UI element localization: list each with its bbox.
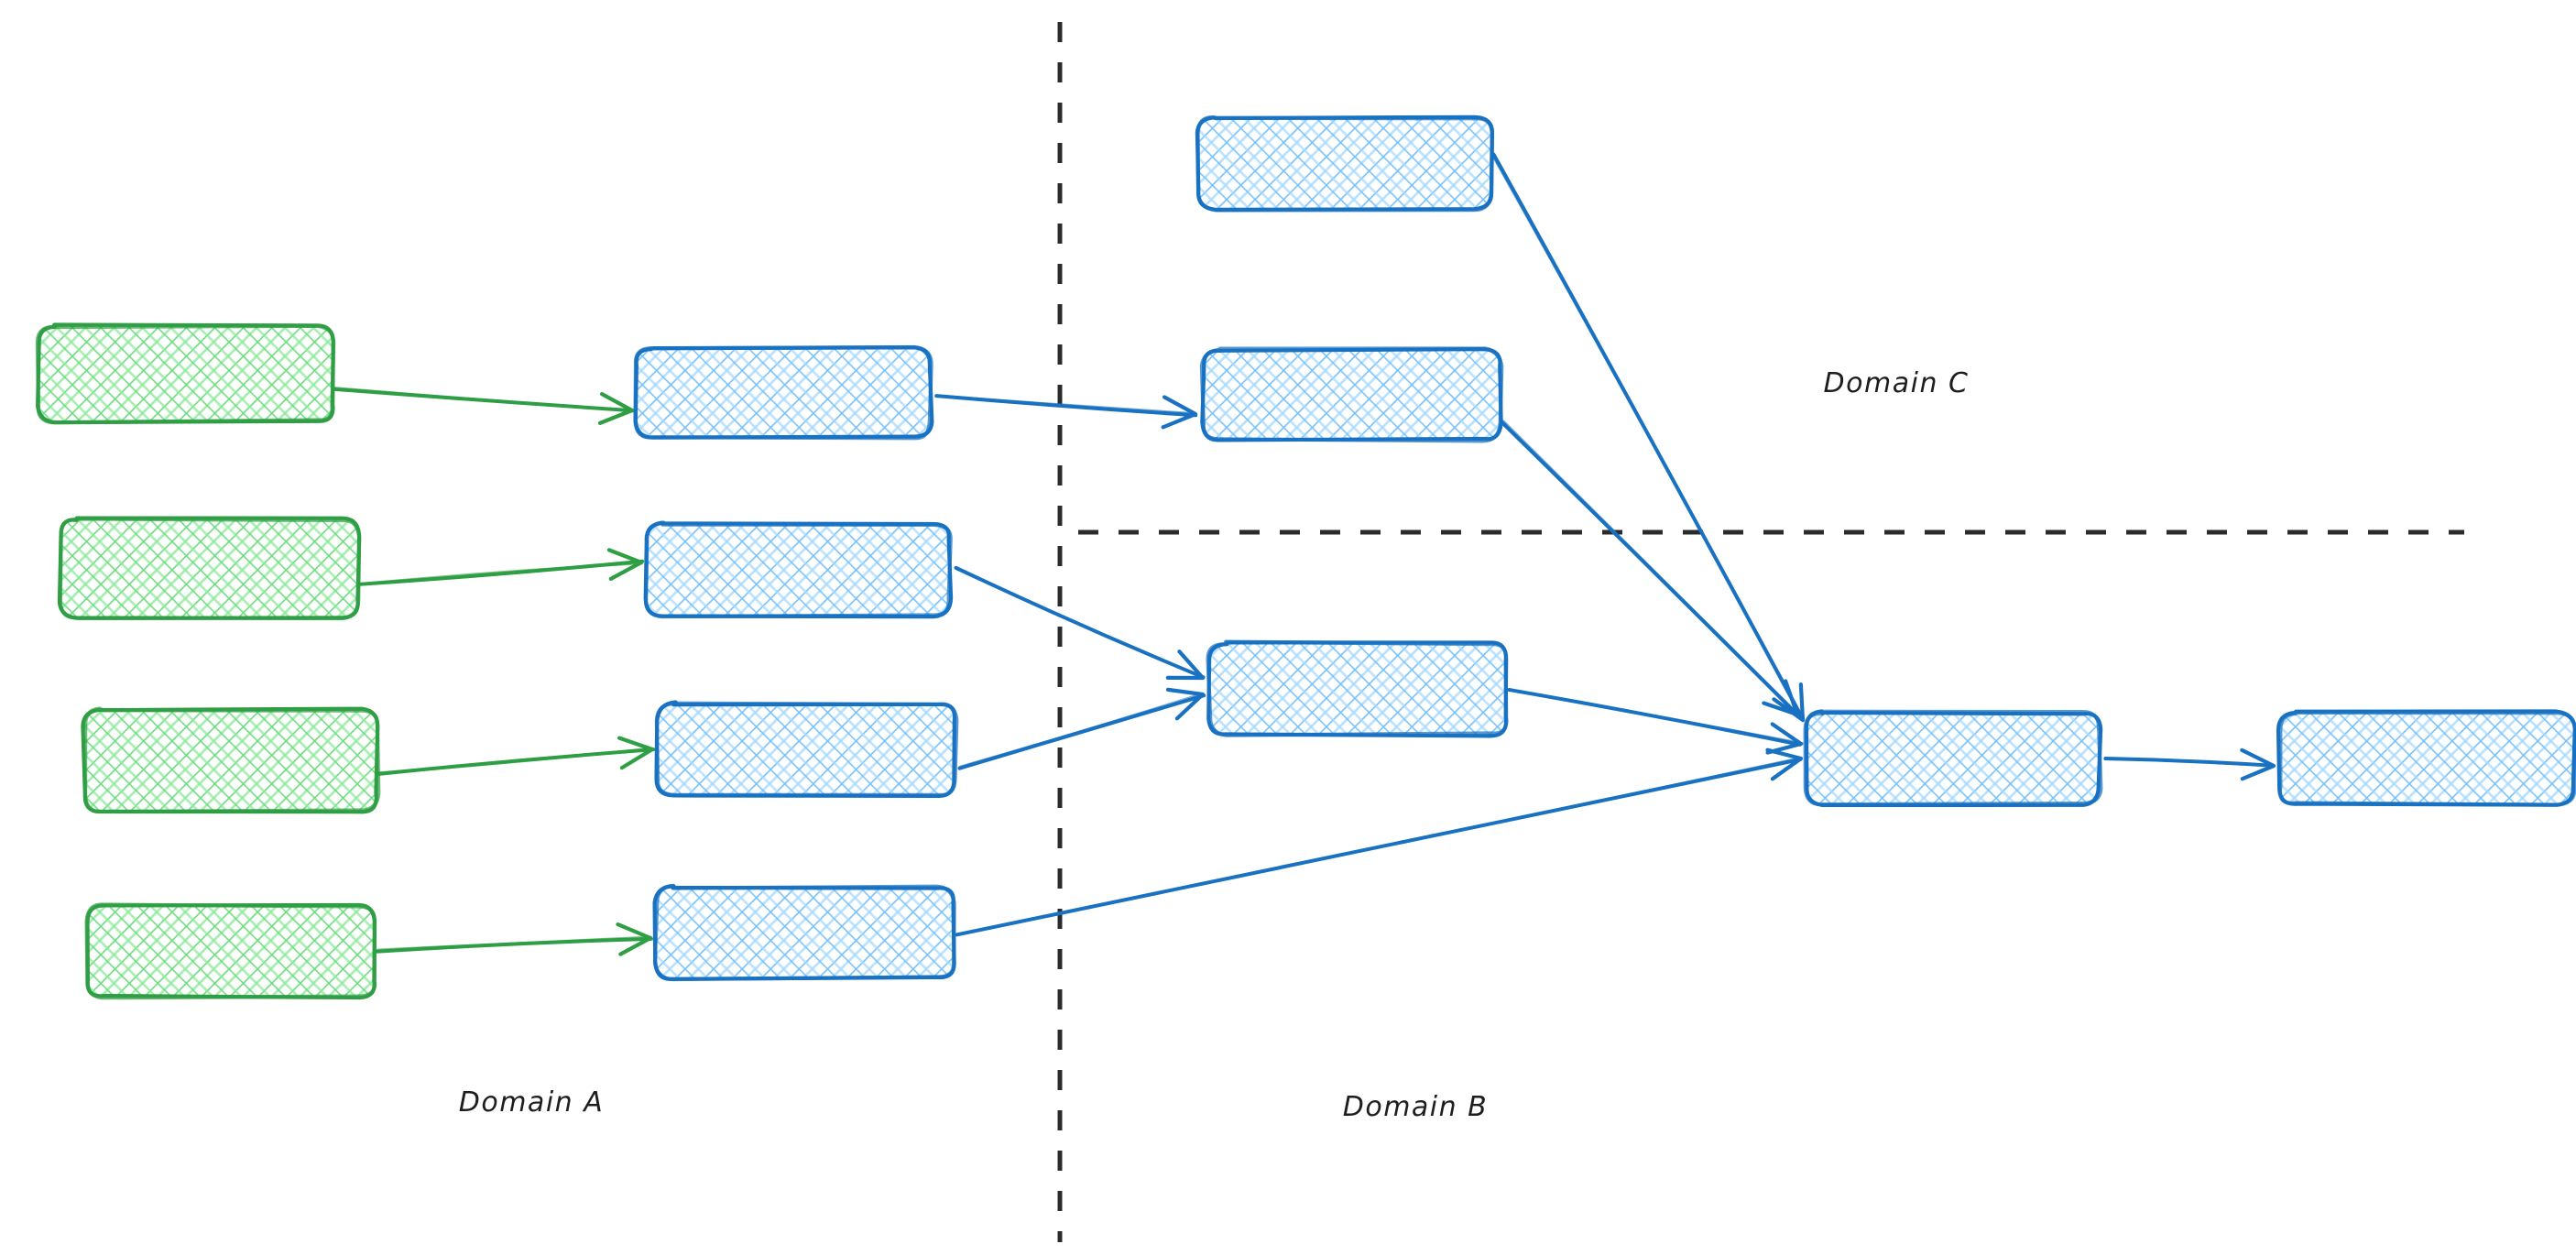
label-domain-b: Domain B <box>1343 1091 1489 1123</box>
node-outline-a4 <box>84 902 377 1000</box>
edge-arrowhead <box>606 548 644 581</box>
node-fill-c2 <box>1203 350 1501 440</box>
edge-e-c1-d1 <box>1490 152 1806 723</box>
node-outline-e1 <box>2277 710 2576 807</box>
edge-e-a4-b4 <box>374 922 653 956</box>
node-fill-b1 <box>636 348 931 438</box>
edge-shaft <box>935 394 1197 416</box>
edge-arrowhead <box>1765 748 1804 781</box>
edge-arrowhead <box>1762 679 1800 717</box>
edge-e-c3-d1 <box>1507 687 1804 755</box>
node-outline-a3 <box>83 706 381 814</box>
node-fill-e1 <box>2279 713 2574 804</box>
node-a4[interactable] <box>84 902 377 1000</box>
label-domain-a: Domain A <box>459 1086 604 1119</box>
node-fill-a4 <box>87 905 376 997</box>
domain-labels-layer: Domain A Domain B Domain C <box>459 367 1970 1123</box>
edge-shaft <box>955 567 1206 680</box>
node-fill-a3 <box>84 710 377 811</box>
domain-dividers <box>1057 22 2464 1242</box>
node-c2[interactable] <box>1199 346 1504 443</box>
node-a2[interactable] <box>57 516 362 621</box>
node-fill-d1 <box>1806 713 2100 804</box>
node-b4[interactable] <box>652 883 956 982</box>
node-outline-b3 <box>654 701 959 797</box>
node-c3[interactable] <box>1206 639 1509 738</box>
edge-shaft <box>957 757 1802 936</box>
node-outline-c1 <box>1195 115 1494 213</box>
node-fill-b2 <box>646 524 950 616</box>
node-outline-c3 <box>1206 639 1509 737</box>
edge-shaft <box>1490 153 1805 723</box>
node-outline-b1 <box>633 344 933 441</box>
edge-arrowhead <box>617 736 655 770</box>
edge-arrowhead <box>1765 722 1804 755</box>
edge-arrowhead <box>2240 748 2276 781</box>
edge-e-d1-e1 <box>2103 748 2276 781</box>
edge-shaft <box>377 935 652 952</box>
edge-shaft <box>333 387 635 412</box>
node-b1[interactable] <box>633 344 934 441</box>
node-fill-c3 <box>1209 643 1507 735</box>
edge-e-a2-b2 <box>358 548 645 586</box>
node-fill-b3 <box>658 704 955 795</box>
node-outline-a1 <box>35 323 336 425</box>
edge-shaft <box>2103 758 2276 768</box>
edge-arrowhead <box>1165 649 1206 681</box>
edge-e-c2-d1 <box>1500 420 1800 717</box>
node-d1[interactable] <box>1803 709 2103 808</box>
edge-shaft <box>1501 420 1799 715</box>
edge-e-b2-c3 <box>954 565 1206 681</box>
node-fill-a2 <box>60 519 358 617</box>
edge-shaft <box>358 562 643 585</box>
nodes-layer <box>35 115 2576 1000</box>
edge-arrowhead <box>616 922 653 956</box>
node-outline-b4 <box>652 883 956 982</box>
edge-arrowhead <box>597 392 635 425</box>
edge-e-a1-b1 <box>333 387 635 425</box>
node-fill-c1 <box>1198 117 1491 209</box>
edge-arrowhead <box>1161 395 1198 430</box>
node-a1[interactable] <box>35 322 336 425</box>
node-c1[interactable] <box>1195 115 1495 213</box>
edge-e-b1-c2 <box>934 394 1198 430</box>
edge-shaft <box>1508 688 1804 746</box>
edge-shaft <box>374 936 653 954</box>
node-outline-c2 <box>1199 346 1504 443</box>
edge-shaft <box>958 692 1204 769</box>
node-e1[interactable] <box>2276 709 2576 807</box>
edge-arrowhead <box>1772 682 1806 723</box>
node-a3[interactable] <box>81 706 381 814</box>
edge-e-a3-b3 <box>377 736 656 776</box>
node-fill-b4 <box>656 887 954 978</box>
node-b3[interactable] <box>654 700 959 799</box>
edge-shaft <box>377 747 653 775</box>
node-fill-a1 <box>38 326 333 421</box>
edge-e-b4-d1 <box>955 748 1804 937</box>
label-domain-c: Domain C <box>1824 367 1970 399</box>
node-outline-a2 <box>58 517 362 621</box>
edge-arrowhead <box>1165 687 1206 721</box>
edge-e-b3-c3 <box>957 687 1206 770</box>
edges-layer <box>333 152 2276 956</box>
node-outline-b2 <box>644 520 953 619</box>
node-b2[interactable] <box>643 520 954 619</box>
node-outline-d1 <box>1803 709 2103 807</box>
